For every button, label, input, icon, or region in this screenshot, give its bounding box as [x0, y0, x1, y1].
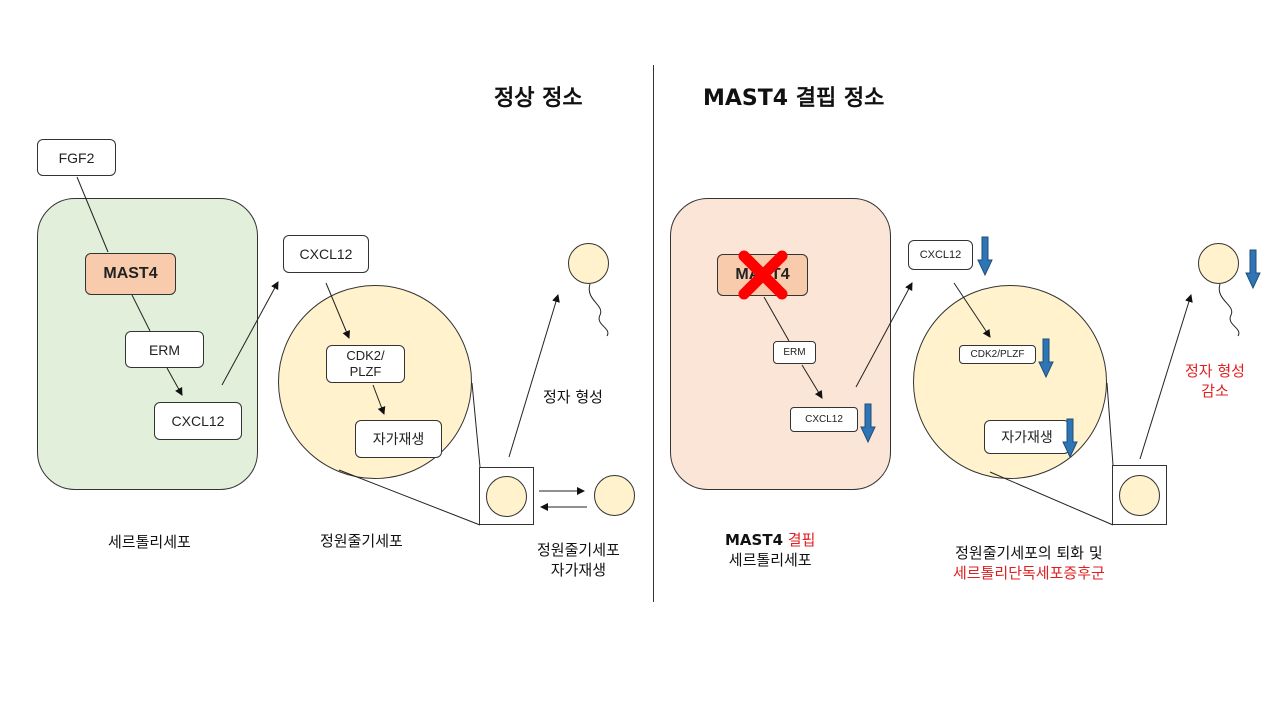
arrow-cdk2-to-renewal: [372, 384, 386, 415]
arrow-erm-to-cxcl12: [166, 367, 183, 396]
sperm-tail-mutant: [1218, 283, 1240, 337]
renewed-stem-cell-normal: [594, 475, 635, 516]
sperm-decrease-line1: 정자 형성: [1185, 362, 1245, 380]
ssc-renewal-label: 정원줄기세포 자가재생: [537, 540, 620, 580]
cdk2-plzf-box-mutant: CDK2/PLZF: [959, 345, 1036, 364]
ssc-renewal-line2: 자가재생: [550, 561, 606, 579]
self-renewal-box-mutant: 자가재생: [984, 420, 1070, 454]
sertoli-cell-label-line2: 세르톨리세포: [728, 551, 812, 569]
zoom-line-bottom-normal: [338, 469, 481, 526]
erm-box-normal: ERM: [125, 331, 204, 368]
sertoli-cell-label-mutant: MAST4 결핍 세르톨리세포: [725, 530, 815, 570]
zoom-line-top-normal: [471, 382, 481, 468]
down-arrow-icon: [1245, 249, 1261, 289]
title-mast4-deficient-testis: MAST4 결핍 정소: [703, 86, 885, 111]
arrow-to-sperm-mutant: [1139, 294, 1193, 460]
arrow-cxcl12-out: [221, 281, 279, 386]
sperm-decrease-line2: 감소: [1201, 382, 1229, 400]
ssc-renewal-line1: 정원줄기세포: [537, 541, 620, 559]
cxcl12-outer-box-normal: CXCL12: [283, 235, 369, 273]
line-mast4-to-erm-mutant: [763, 296, 790, 342]
sperm-tail-normal: [588, 283, 609, 337]
zoom-line-bottom-mutant: [989, 471, 1114, 526]
down-arrow-icon: [1038, 338, 1054, 378]
line-fgf2-to-mast4: [76, 176, 109, 253]
arrow-cxcl12-to-cdk2: [325, 282, 350, 339]
self-renewal-box-normal: 자가재생: [355, 420, 442, 458]
cxcl12-outer-box-mutant: CXCL12: [908, 240, 973, 270]
down-arrow-icon: [977, 236, 993, 276]
arrow-cxcl12-to-cdk2-mutant: [953, 282, 991, 338]
sertoli-only-syndrome-label: 세르톨리단독세포증후군: [953, 564, 1105, 582]
mast4-label: MAST4: [725, 531, 784, 549]
down-arrow-icon: [860, 403, 876, 443]
cxcl12-inner-box-normal: CXCL12: [154, 402, 242, 440]
cxcl12-inner-box-mutant: CXCL12: [790, 407, 858, 432]
sperm-head-mutant: [1198, 243, 1239, 284]
sperm-formation-label: 정자 형성: [543, 388, 603, 406]
arrow-to-sperm-normal: [508, 294, 560, 458]
title-normal-testis: 정상 정소: [494, 86, 583, 111]
deficient-label: 결핍: [787, 531, 816, 549]
erm-box-mutant: ERM: [773, 341, 816, 364]
sertoli-cell-label-normal: 세르톨리세포: [108, 533, 191, 551]
plzf-label: PLZF: [349, 364, 382, 379]
stem-cell-small-mutant: [1119, 475, 1160, 516]
degeneration-label: 정원줄기세포의 퇴화 및 세르톨리단독세포증후군: [953, 543, 1105, 583]
red-x-cross-icon: [738, 250, 788, 300]
line-mast4-to-erm: [131, 294, 151, 332]
arrow-erm-to-cxcl12-mutant: [801, 364, 823, 399]
cdk2-plzf-box-normal: CDK2/ PLZF: [326, 345, 405, 383]
arrow-cxcl12-out-mutant: [855, 282, 913, 388]
fgf2-box: FGF2: [37, 139, 116, 176]
mast4-box-normal: MAST4: [85, 253, 176, 295]
zoom-line-top-mutant: [1106, 382, 1114, 466]
sperm-head-normal: [568, 243, 609, 284]
spermatogonia-label-normal: 정원줄기세포: [320, 532, 403, 550]
section-divider: [653, 65, 654, 602]
stem-cell-small-normal: [486, 476, 527, 517]
cdk2-label: CDK2/: [346, 348, 385, 363]
degeneration-line1: 정원줄기세포의 퇴화 및: [955, 544, 1103, 562]
sperm-decrease-label: 정자 형성 감소: [1185, 361, 1245, 401]
down-arrow-icon: [1062, 418, 1078, 458]
